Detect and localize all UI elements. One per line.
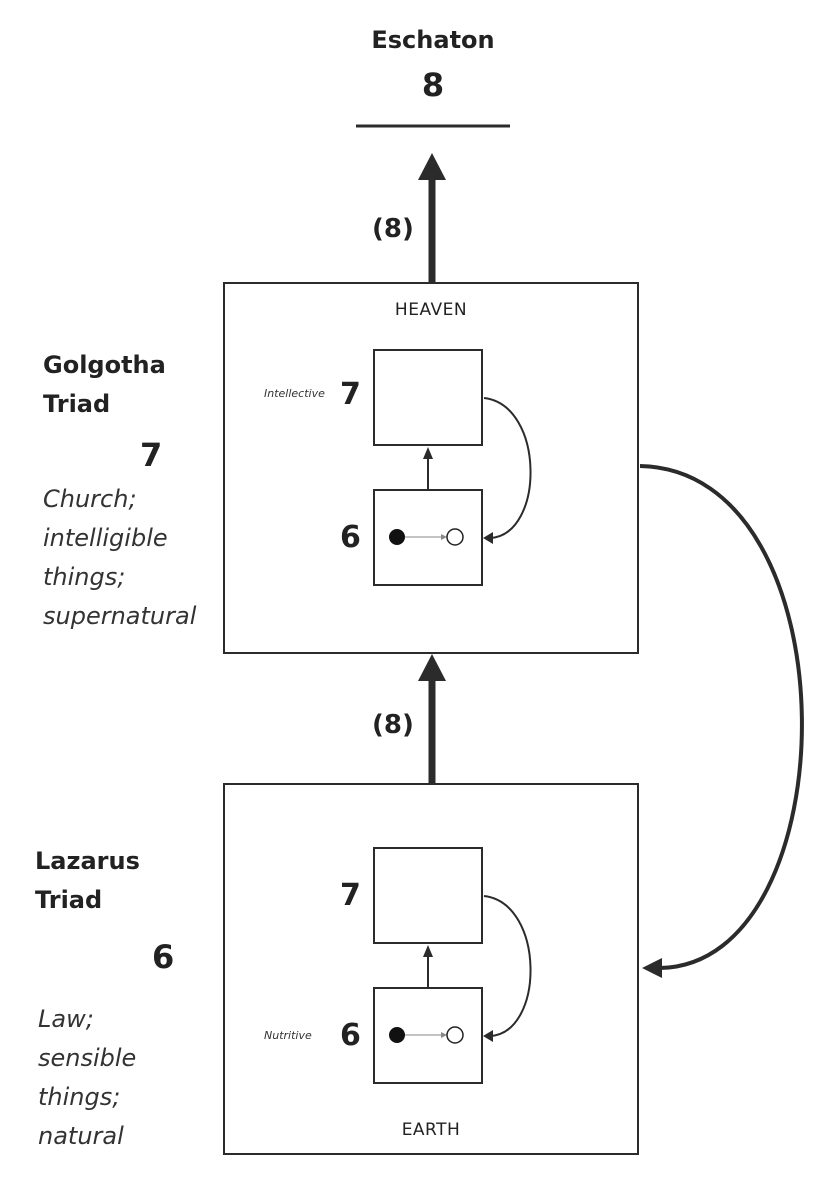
heaven-lower-number: 6 — [340, 520, 361, 555]
earth-upper-inner-box — [373, 847, 483, 944]
heaven-loop-head — [483, 532, 493, 544]
nutritive-label: Nutritive — [264, 1029, 312, 1042]
heaven-to-earth-curve — [639, 464, 804, 970]
heaven-dot-connector-head — [441, 534, 447, 540]
earth-hollow-dot — [446, 1026, 464, 1044]
earth-loop-curve — [483, 895, 532, 1037]
heaven-loop-curve — [483, 397, 532, 539]
heaven-hollow-dot — [446, 528, 464, 546]
heaven-to-earth-head — [642, 958, 662, 978]
lazarus-description: Law; sensible things; natural — [38, 1005, 137, 1150]
earth-lower-number: 6 — [340, 1018, 361, 1053]
heaven-inner-arrow-head — [423, 447, 433, 459]
heaven-label: HEAVEN — [394, 300, 468, 320]
lazarus-title: Lazarus Triad — [35, 847, 140, 914]
heaven-box — [223, 282, 639, 654]
golgotha-title: Golgotha Triad — [43, 351, 166, 418]
heaven-upper-inner-box — [373, 349, 483, 446]
golgotha-number: 7 — [140, 436, 163, 474]
earth-label: EARTH — [401, 1120, 461, 1140]
lower-arrow-head — [418, 654, 446, 681]
earth-box — [223, 783, 639, 1155]
earth-inner-arrow-head — [423, 945, 433, 957]
earth-dot-connector-head — [441, 1032, 447, 1038]
eschaton-title: Eschaton — [371, 26, 495, 54]
earth-loop-head — [483, 1030, 493, 1042]
eschaton-number: 8 — [421, 66, 445, 104]
lower-arrow-label: (8) — [372, 710, 414, 740]
heaven-upper-number: 7 — [340, 377, 361, 412]
intellective-label: Intellective — [264, 387, 325, 400]
earth-upper-number: 7 — [340, 878, 361, 913]
upper-arrow-head — [418, 153, 446, 180]
earth-filled-dot — [389, 1027, 405, 1043]
lazarus-number: 6 — [152, 938, 175, 976]
upper-arrow-label: (8) — [372, 214, 414, 244]
golgotha-description: Church; intelligible things; supernatura… — [43, 485, 197, 630]
heaven-filled-dot — [389, 529, 405, 545]
